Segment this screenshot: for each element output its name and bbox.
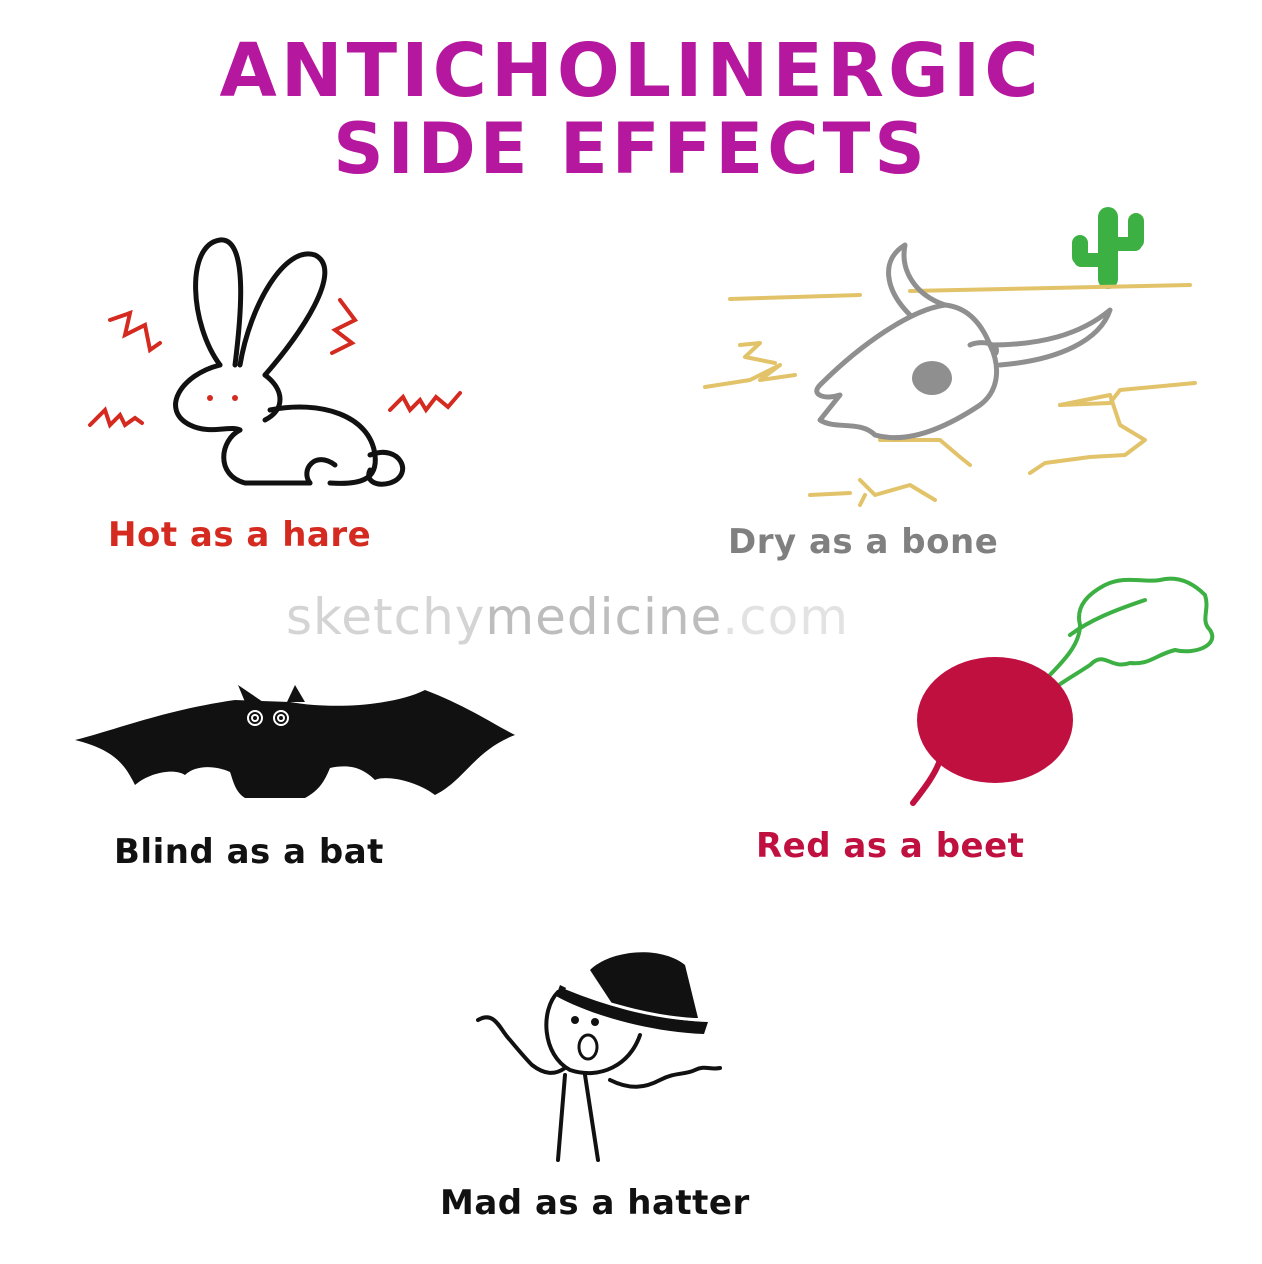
- title-line-1: ANTICHOLINERGIC: [219, 28, 1043, 114]
- caption-blind-as-a-bat: Blind as a bat: [114, 832, 384, 872]
- bat-icon: [75, 685, 515, 798]
- caption-dry-as-a-bone: Dry as a bone: [728, 522, 999, 562]
- caption-hot-as-a-hare: Hot as a hare: [108, 515, 372, 555]
- watermark: sketchymedicine.com: [286, 588, 849, 646]
- caption-red-as-a-beet: Red as a beet: [756, 826, 1025, 866]
- caption-mad-as-a-hatter: Mad as a hatter: [440, 1183, 750, 1223]
- rabbit-icon: [88, 237, 462, 487]
- watermark-part-1: sketchy: [286, 588, 486, 646]
- hatter-icon: [476, 952, 722, 1162]
- watermark-part-3: .com: [722, 588, 849, 646]
- title-line-2: SIDE EFFECTS: [333, 108, 929, 190]
- cow-skull-icon: [703, 207, 1197, 507]
- watermark-part-2: medicine: [485, 588, 723, 646]
- beet-icon: [910, 576, 1215, 806]
